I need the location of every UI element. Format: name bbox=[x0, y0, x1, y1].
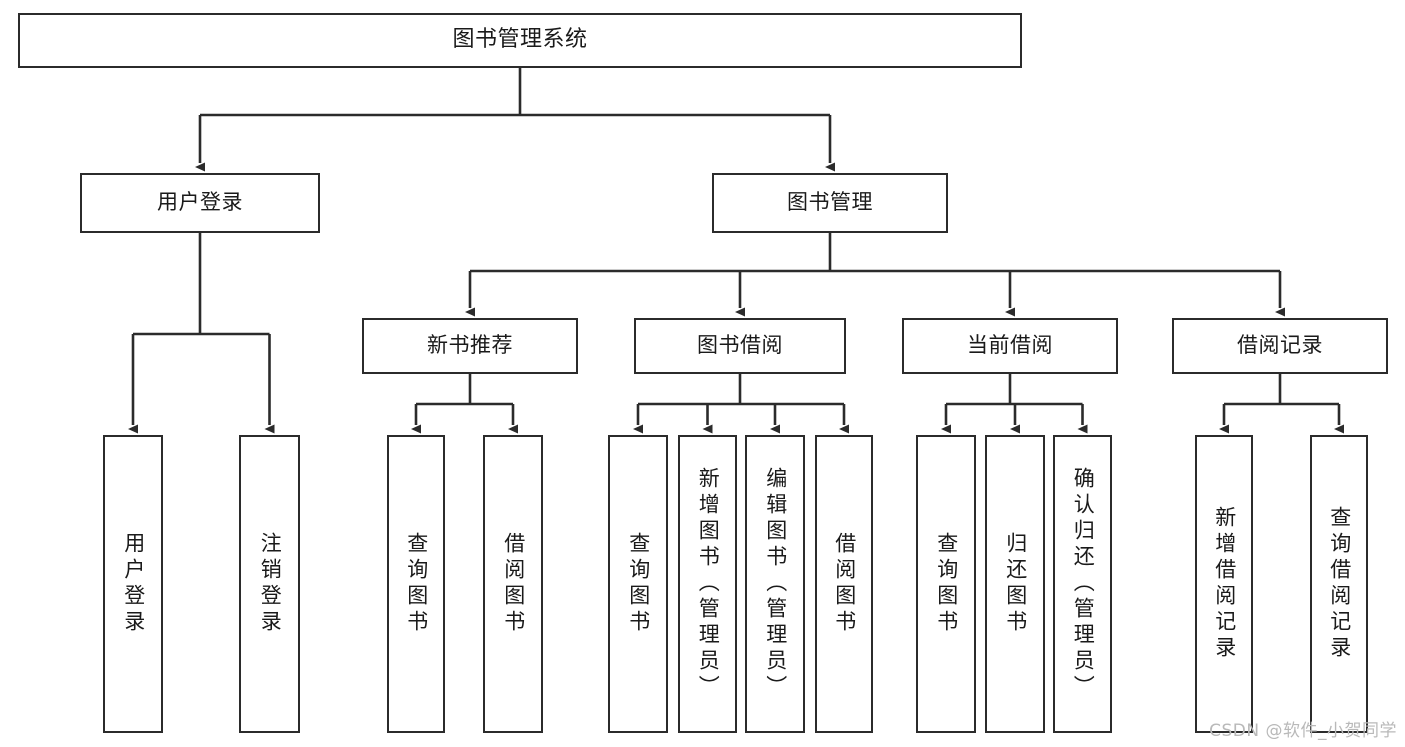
node-leaf-add-record[interactable]: 新增借阅记录 bbox=[1195, 435, 1253, 733]
node-label: 编辑图书（管理员） bbox=[763, 467, 788, 701]
node-label: 新增借阅记录 bbox=[1212, 506, 1237, 662]
node-leaf-logout[interactable]: 注销登录 bbox=[239, 435, 300, 733]
node-label: 图书管理系统 bbox=[452, 27, 588, 53]
node-user-login[interactable]: 用户登录 bbox=[80, 173, 320, 233]
node-label: 注销登录 bbox=[258, 532, 283, 636]
node-leaf-query-book-2[interactable]: 查询图书 bbox=[608, 435, 668, 733]
node-label: 当前借阅 bbox=[967, 333, 1053, 358]
node-label: 图书借阅 bbox=[697, 333, 783, 358]
connector-lines bbox=[128, 68, 1344, 434]
node-label: 查询图书 bbox=[404, 532, 429, 636]
node-leaf-query-book-3[interactable]: 查询图书 bbox=[916, 435, 976, 733]
node-label: 确认归还（管理员） bbox=[1071, 467, 1096, 701]
node-label: 新增图书（管理员） bbox=[696, 467, 721, 701]
node-book-manage[interactable]: 图书管理 bbox=[712, 173, 948, 233]
node-label: 借阅图书 bbox=[832, 532, 857, 636]
node-leaf-edit-book[interactable]: 编辑图书（管理员） bbox=[745, 435, 805, 733]
node-label: 查询图书 bbox=[626, 532, 651, 636]
node-current-borrow[interactable]: 当前借阅 bbox=[902, 318, 1118, 374]
node-label: 用户登录 bbox=[157, 190, 243, 215]
node-label: 新书推荐 bbox=[427, 333, 513, 358]
node-leaf-add-book[interactable]: 新增图书（管理员） bbox=[678, 435, 737, 733]
node-leaf-query-record[interactable]: 查询借阅记录 bbox=[1310, 435, 1368, 733]
node-book-borrow[interactable]: 图书借阅 bbox=[634, 318, 846, 374]
node-leaf-user-login[interactable]: 用户登录 bbox=[103, 435, 163, 733]
node-root[interactable]: 图书管理系统 bbox=[18, 13, 1022, 68]
node-label: 归还图书 bbox=[1003, 532, 1028, 636]
node-new-book-rec[interactable]: 新书推荐 bbox=[362, 318, 578, 374]
node-leaf-return-book[interactable]: 归还图书 bbox=[985, 435, 1045, 733]
node-leaf-borrow-book-2[interactable]: 借阅图书 bbox=[815, 435, 873, 733]
node-borrow-record[interactable]: 借阅记录 bbox=[1172, 318, 1388, 374]
node-leaf-query-book-1[interactable]: 查询图书 bbox=[387, 435, 445, 733]
node-label: 借阅图书 bbox=[501, 532, 526, 636]
node-label: 借阅记录 bbox=[1237, 333, 1323, 358]
node-leaf-confirm-return[interactable]: 确认归还（管理员） bbox=[1053, 435, 1112, 733]
node-label: 用户登录 bbox=[121, 532, 146, 636]
node-label: 图书管理 bbox=[787, 190, 873, 215]
node-label: 查询借阅记录 bbox=[1327, 506, 1352, 662]
node-leaf-borrow-book-1[interactable]: 借阅图书 bbox=[483, 435, 543, 733]
node-label: 查询图书 bbox=[934, 532, 959, 636]
